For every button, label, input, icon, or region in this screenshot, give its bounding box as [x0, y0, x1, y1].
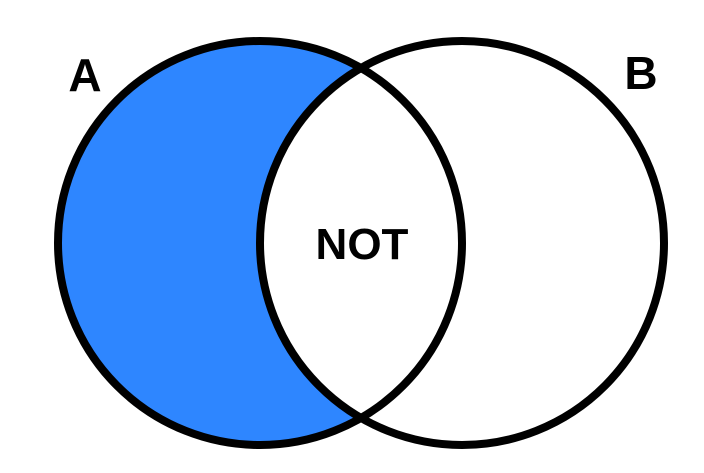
set-a-circle [54, 37, 466, 449]
set-a-label: A [68, 49, 101, 101]
set-b-label: B [624, 47, 657, 99]
intersection-label: NOT [316, 220, 409, 269]
set-b-circle [256, 37, 668, 449]
intersection-region [260, 41, 462, 445]
